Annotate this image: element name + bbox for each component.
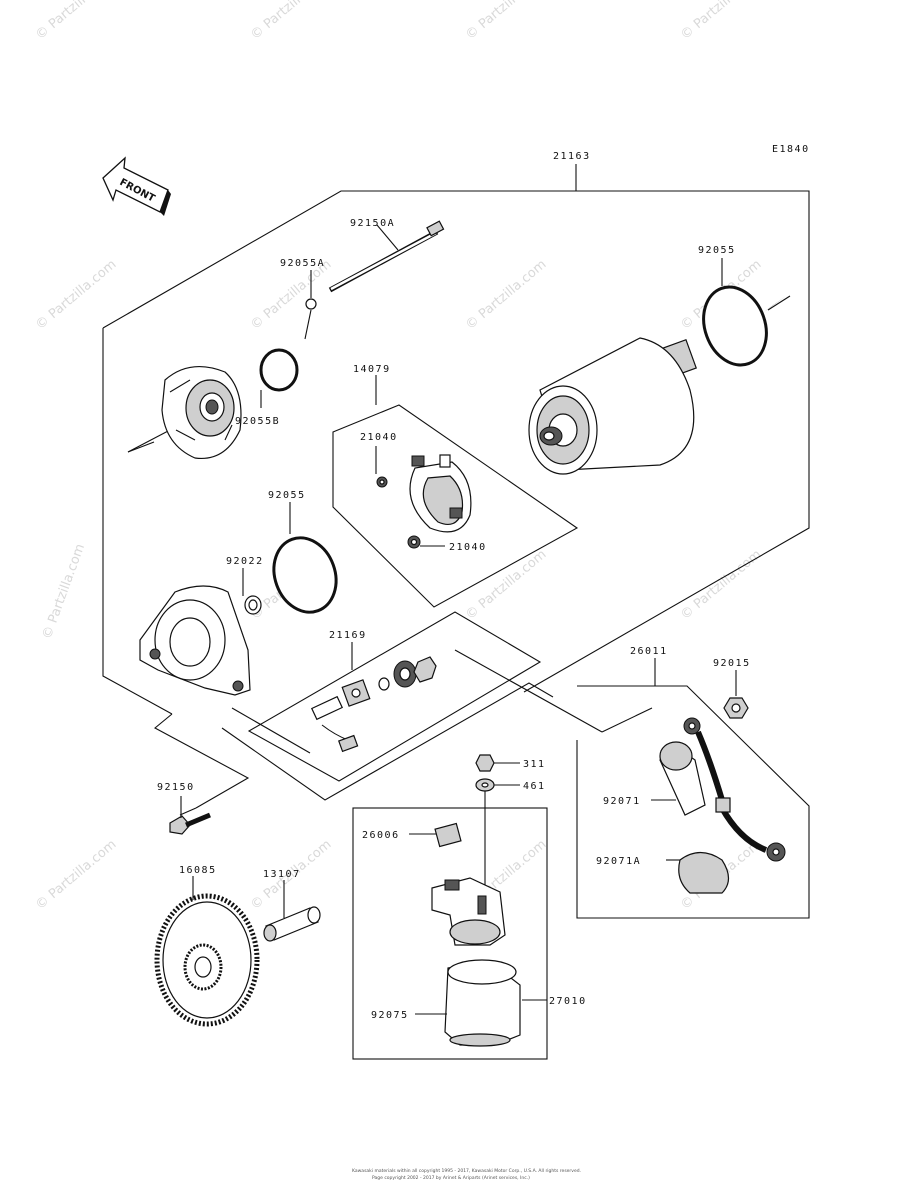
brush-holder-box-14079	[332, 375, 579, 608]
starter-idle-gear-16085	[154, 876, 260, 1027]
label-13107: 13107	[263, 869, 301, 880]
label-92022: 92022	[226, 556, 264, 567]
watermark: © Partzilla.com	[33, 257, 119, 333]
relay-cover-92075	[415, 959, 547, 1047]
label-92055b: 92055B	[235, 416, 280, 427]
label-21040-b: 21040	[449, 542, 487, 553]
copyright-line-1: Kawasaki materials within all copyright …	[352, 1168, 581, 1174]
nut-311	[475, 754, 520, 772]
label-14079: 14079	[353, 364, 391, 375]
label-92150: 92150	[157, 782, 195, 793]
label-26006: 26006	[362, 830, 400, 841]
watermark: © Partzilla.com	[678, 547, 764, 623]
label-92055a: 92055A	[280, 258, 325, 269]
long-bolt-92150a	[328, 220, 445, 293]
brush-spring-21040-b	[407, 535, 445, 549]
copyright-line-2: Page copyright 2002 - 2017 by Arinet & A…	[372, 1175, 530, 1181]
watermark: © Partzilla.com	[248, 0, 334, 43]
label-21040-a: 21040	[360, 432, 398, 443]
nut-92015	[723, 670, 749, 719]
watermark: © Partzilla.com	[463, 0, 549, 43]
watermark: © Partzilla.com	[463, 547, 549, 623]
terminal-cap-92071a	[666, 851, 730, 894]
label-92150a: 92150A	[350, 218, 395, 229]
callout-labels: 21163 92150A 92055A 92055 92055B 14079 2…	[157, 151, 751, 1021]
o-ring-92055-top	[702, 258, 791, 367]
small-o-ring-92055a	[305, 270, 317, 310]
assembly-outline-21163	[102, 164, 810, 715]
terminal-set-21169	[310, 656, 437, 753]
front-end-cover	[127, 366, 242, 460]
o-ring-92055-mid	[272, 502, 338, 614]
gear-shaft-13107	[263, 880, 321, 942]
fuse-26006	[409, 822, 462, 848]
watermark-vertical: © Partzilla.com	[40, 542, 88, 641]
diagram-code: E1840	[772, 144, 810, 155]
label-92015: 92015	[713, 658, 751, 669]
rear-end-cover	[139, 585, 251, 696]
label-461: 461	[523, 781, 546, 792]
watermark: © Partzilla.com	[33, 0, 119, 43]
watermark: © Partzilla.com	[678, 0, 764, 43]
cable-box-26011	[576, 658, 810, 919]
brush-spring-21040-a	[375, 446, 388, 488]
watermark: © Partzilla.com	[33, 837, 119, 913]
terminal-box-21169	[247, 611, 542, 782]
relay-box-27010	[352, 807, 548, 1060]
label-92055-mid: 92055	[268, 490, 306, 501]
label-92071: 92071	[603, 796, 641, 807]
brush-holder-plate	[409, 454, 472, 533]
watermark: © Partzilla.com	[463, 257, 549, 333]
o-ring-92055b	[259, 309, 312, 408]
bolt-92150	[169, 796, 211, 835]
front-arrow-icon: FRONT	[102, 156, 171, 216]
leader-frame-lines	[154, 649, 653, 816]
label-21169: 21169	[329, 630, 367, 641]
terminal-cap-92071	[651, 741, 706, 816]
label-92071a: 92071A	[596, 856, 641, 867]
label-27010: 27010	[549, 996, 587, 1007]
label-311: 311	[523, 759, 546, 770]
motor-yoke-armature	[528, 337, 697, 475]
washer-92022	[242, 568, 262, 615]
label-16085: 16085	[179, 865, 217, 876]
label-92075: 92075	[371, 1010, 409, 1021]
washer-461	[475, 778, 520, 890]
label-26011: 26011	[630, 646, 668, 657]
label-21163: 21163	[553, 151, 591, 162]
starter-relay-body	[431, 877, 506, 946]
starter-cable-26011	[683, 717, 786, 862]
label-92055-top: 92055	[698, 245, 736, 256]
